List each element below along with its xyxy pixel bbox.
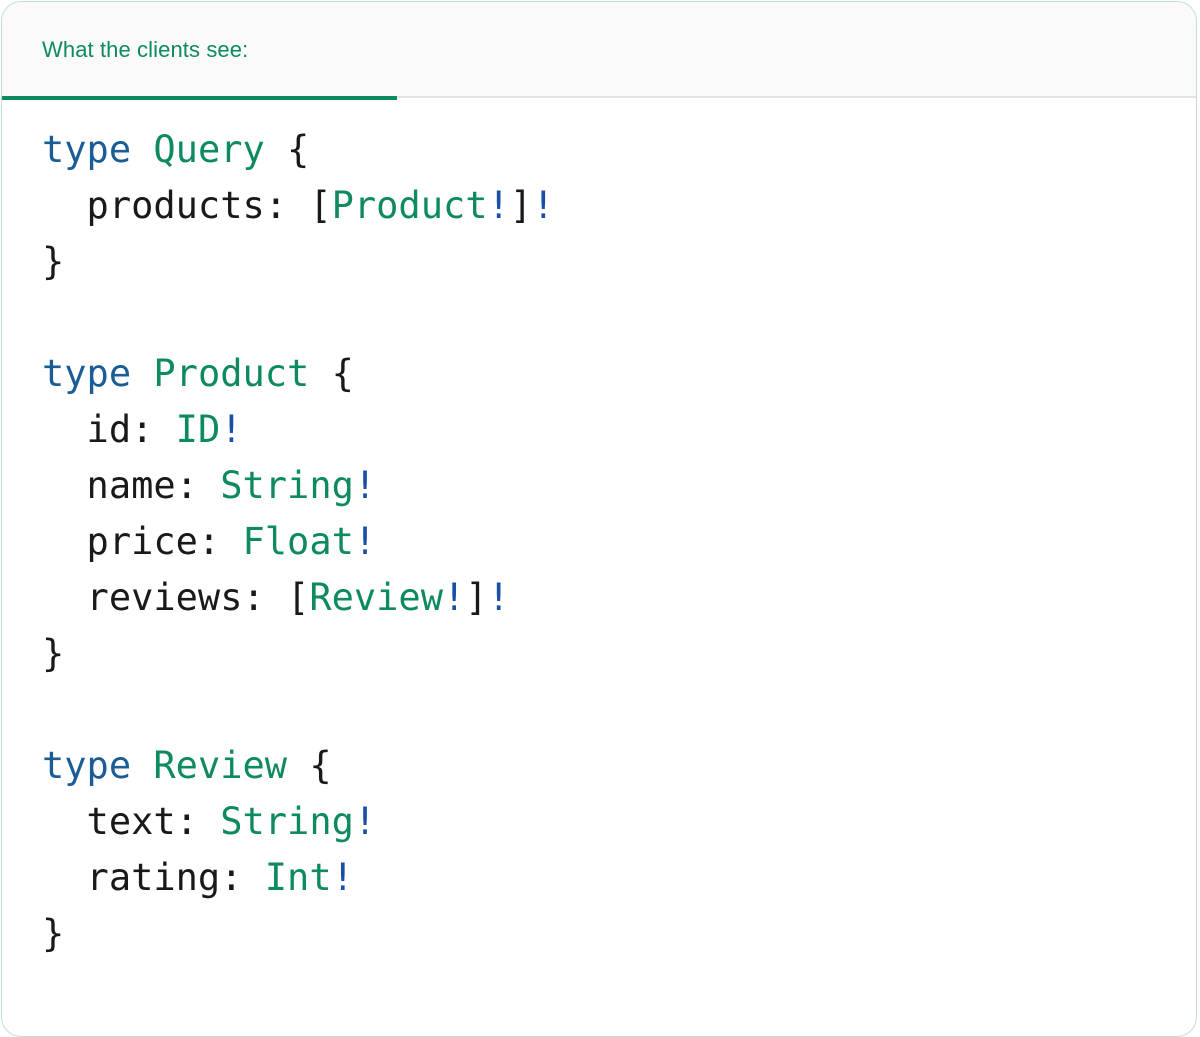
code-line: } xyxy=(42,906,1196,962)
code-token-punct: { xyxy=(287,744,332,787)
code-token-field: name: xyxy=(42,464,198,507)
tab-what-the-clients-see[interactable]: What the clients see: xyxy=(2,2,397,98)
code-token-type: Review xyxy=(153,744,288,787)
code-token-bang: ! xyxy=(487,576,510,619)
code-token-punct xyxy=(242,856,264,899)
code-token-punct: [ xyxy=(287,184,332,227)
code-line: } xyxy=(42,626,1196,682)
code-line: type Product { xyxy=(42,346,1196,402)
code-token-bang: ! xyxy=(353,520,377,563)
code-token-bang: ! xyxy=(442,576,466,619)
code-token-punct xyxy=(198,464,220,507)
code-token-type: Float xyxy=(242,520,354,563)
tab-bar: What the clients see: xyxy=(2,2,1196,100)
code-token-kw: type xyxy=(42,352,132,395)
code-token-bang: ! xyxy=(353,464,377,507)
code-token-punct: ] xyxy=(509,184,533,227)
code-token-bang: ! xyxy=(220,408,243,451)
code-token-type: Product xyxy=(331,184,488,227)
code-line: name: String! xyxy=(42,458,1196,514)
code-token-punct: { xyxy=(264,128,310,171)
code-line: price: Float! xyxy=(42,514,1196,570)
code-token-bang: ! xyxy=(532,184,555,227)
code-line: text: String! xyxy=(42,794,1196,850)
code-line: id: ID! xyxy=(42,402,1196,458)
code-line: reviews: [Review!]! xyxy=(42,570,1196,626)
code-token-punct: [ xyxy=(264,576,310,619)
code-token-punct xyxy=(131,128,153,171)
code-line xyxy=(42,290,1196,346)
code-token-field: products: xyxy=(42,184,288,227)
code-pane[interactable]: type Query { products: [Product!]!} type… xyxy=(2,98,1196,962)
code-token-punct: } xyxy=(42,240,65,283)
code-token-bang: ! xyxy=(487,184,510,227)
code-token-bang: ! xyxy=(353,800,377,843)
code-token-punct xyxy=(220,520,242,563)
code-token-kw: type xyxy=(42,128,132,171)
code-token-field: reviews: xyxy=(42,576,265,619)
code-token-punct xyxy=(198,800,220,843)
code-token-punct xyxy=(131,744,153,787)
code-token-field: text: xyxy=(42,800,198,843)
active-tab-underline xyxy=(2,96,397,100)
code-token-kw: type xyxy=(42,744,132,787)
code-token-field: rating: xyxy=(42,856,243,899)
code-token-type: ID xyxy=(175,408,221,451)
code-token-punct: ] xyxy=(465,576,488,619)
code-line: type Review { xyxy=(42,738,1196,794)
code-token-punct xyxy=(131,352,153,395)
code-token-punct xyxy=(153,408,175,451)
code-token-type: Product xyxy=(153,352,310,395)
code-token-bang: ! xyxy=(331,856,354,899)
code-token-punct: } xyxy=(42,912,65,955)
code-line: } xyxy=(42,234,1196,290)
code-line: rating: Int! xyxy=(42,850,1196,906)
code-token-punct: { xyxy=(309,352,354,395)
graphql-schema-code[interactable]: type Query { products: [Product!]!} type… xyxy=(2,122,1196,962)
code-token-field: id: xyxy=(42,408,154,451)
code-token-punct: } xyxy=(42,632,65,675)
code-line xyxy=(42,682,1196,738)
code-token-field: price: xyxy=(42,520,221,563)
code-token-type: Query xyxy=(153,128,265,171)
code-token-type: Int xyxy=(264,856,332,899)
code-token-type: Review xyxy=(309,576,443,619)
code-line: products: [Product!]! xyxy=(42,178,1196,234)
tab-label: What the clients see: xyxy=(42,37,249,62)
code-token-type: String xyxy=(220,800,354,843)
code-token-type: String xyxy=(220,464,354,507)
code-line: type Query { xyxy=(42,122,1196,178)
